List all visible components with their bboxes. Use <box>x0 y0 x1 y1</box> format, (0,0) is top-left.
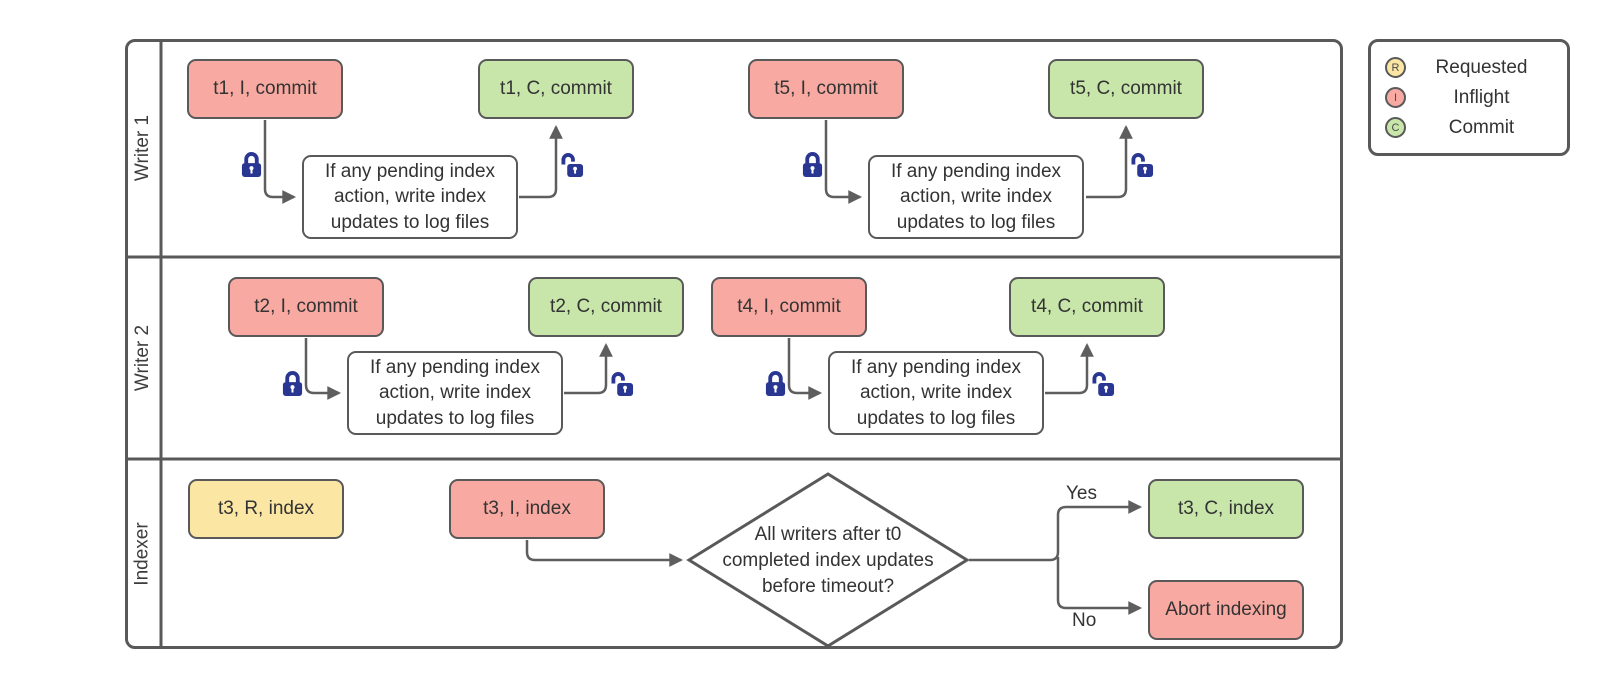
requested-badge-icon: R <box>1385 57 1406 78</box>
decision-line-1: All writers after t0 <box>754 524 902 545</box>
lane-label-writer1: Writer 1 <box>132 114 154 182</box>
node-t2-inflight: t2, I, commit <box>228 277 384 337</box>
node-t3-inflight: t3, I, index <box>449 479 605 539</box>
node-t5-commit: t5, C, commit <box>1048 59 1204 119</box>
node-process-writer1-a: If any pending index action, write index… <box>302 155 518 239</box>
lane-label-indexer: Indexer <box>132 522 153 586</box>
decision-text: All writers after t0 completed index upd… <box>708 522 948 601</box>
node-t4-inflight: t4, I, commit <box>711 277 867 337</box>
legend-label: Inflight <box>1453 86 1510 108</box>
open-lock-icon <box>1131 153 1154 177</box>
closed-lock-icon <box>802 152 823 177</box>
closed-lock-icon <box>241 152 262 177</box>
node-t3-commit: t3, C, index <box>1148 479 1304 539</box>
legend-item-inflight: I Inflight <box>1385 83 1557 113</box>
node-t5-inflight: t5, I, commit <box>748 59 904 119</box>
node-process-writer2-b: If any pending index action, write index… <box>828 351 1044 435</box>
node-abort-indexing: Abort indexing <box>1148 580 1304 640</box>
legend-item-requested: R Requested <box>1385 53 1557 83</box>
closed-lock-icon <box>282 371 303 396</box>
legend-label: Commit <box>1448 116 1515 138</box>
legend-label: Requested <box>1435 56 1528 78</box>
commit-badge-icon: C <box>1385 117 1406 138</box>
open-lock-icon <box>561 153 584 177</box>
node-t2-commit: t2, C, commit <box>528 277 684 337</box>
node-process-writer2-a: If any pending index action, write index… <box>347 351 563 435</box>
node-t1-inflight: t1, I, commit <box>187 59 343 119</box>
open-lock-icon <box>611 372 634 396</box>
legend-item-commit: C Commit <box>1385 113 1557 143</box>
no-branch-label: No <box>1072 610 1097 631</box>
closed-lock-icon <box>765 371 786 396</box>
yes-branch-label: Yes <box>1066 483 1097 504</box>
decision-line-3: before timeout? <box>761 576 895 598</box>
inflight-badge-icon: I <box>1385 87 1406 108</box>
node-t3-requested: t3, R, index <box>188 479 344 539</box>
lane-label-writer2: Writer 2 <box>132 324 154 392</box>
node-t4-commit: t4, C, commit <box>1009 277 1165 337</box>
open-lock-icon <box>1092 372 1115 396</box>
node-t1-commit: t1, C, commit <box>478 59 634 119</box>
node-process-writer1-b: If any pending index action, write index… <box>868 155 1084 239</box>
legend: R Requested I Inflight C Commit <box>1368 39 1570 156</box>
decision-line-2: completed index updates <box>722 550 934 572</box>
